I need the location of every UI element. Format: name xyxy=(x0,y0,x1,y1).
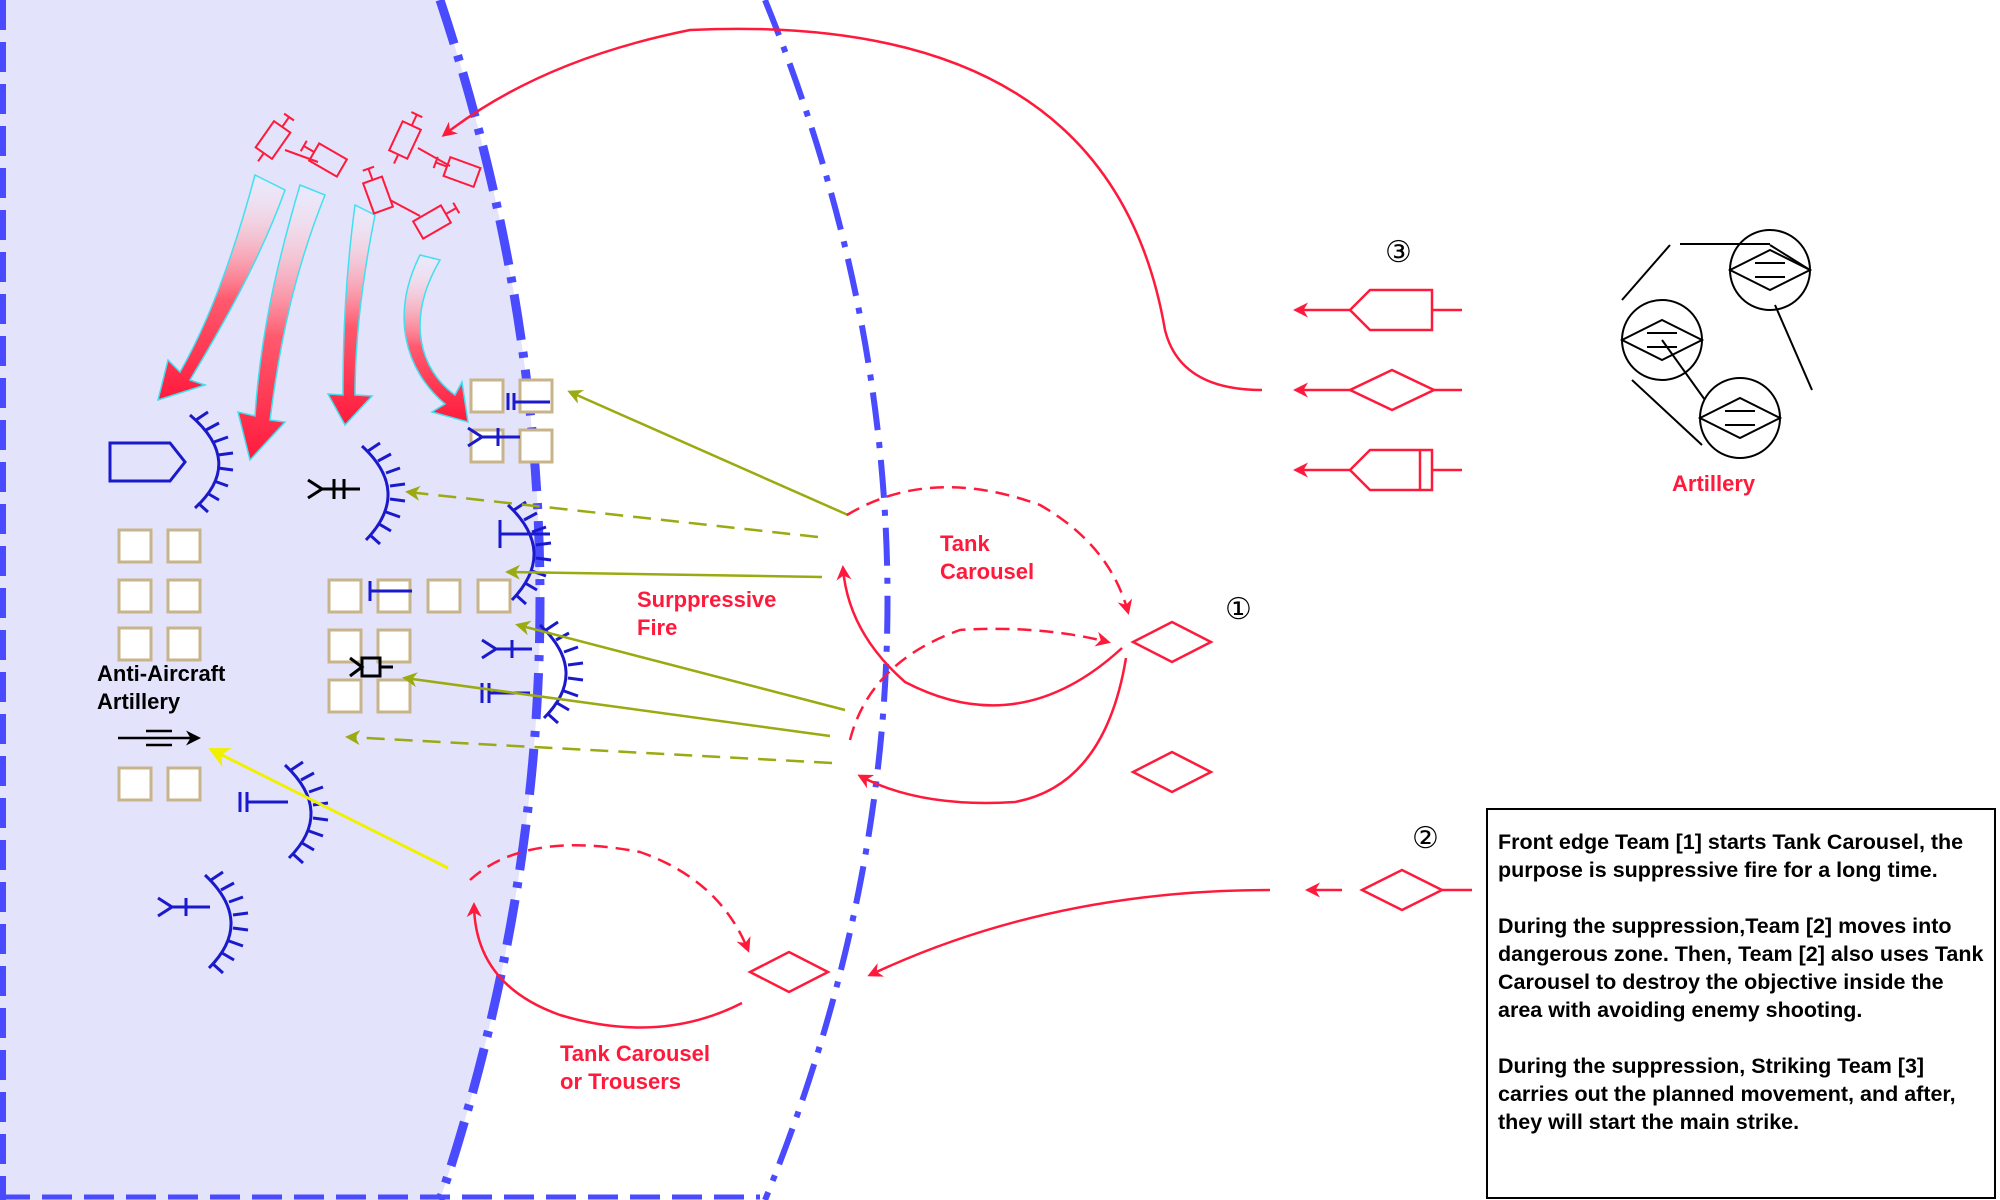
tank-carousel-trousers-label: Tank Carousel or Trousers xyxy=(560,1040,710,1096)
enemy-machinegun-icon xyxy=(481,638,532,660)
enemy-antitank-icon xyxy=(238,792,288,812)
team3-tank-c xyxy=(1293,448,1462,492)
tank-carousel-trousers-line1: Tank Carousel xyxy=(560,1041,710,1066)
team3-number: ③ xyxy=(1385,235,1412,270)
team1-tank-carousel xyxy=(836,486,1133,805)
team2-number: ② xyxy=(1412,821,1439,856)
suppressive-fire-arrows xyxy=(345,389,849,765)
outer-zone-boundary xyxy=(762,0,891,1200)
spotting-arrow xyxy=(208,748,449,870)
artillery-barrage xyxy=(156,173,469,462)
team3-tank-a xyxy=(1293,288,1462,332)
tank-carousel-label-line1: Tank xyxy=(940,531,990,556)
team2-tank-carousel xyxy=(466,844,1271,1029)
tank-carousel-label: Tank Carousel xyxy=(940,530,1034,586)
suppressive-fire-label-line2: Fire xyxy=(637,615,678,640)
artillery-unit-2 xyxy=(1619,299,1705,381)
team1-tank xyxy=(1130,750,1214,794)
machinegun-black-icon xyxy=(307,478,360,500)
inner-zone-boundary xyxy=(435,0,545,1200)
note-team2: During the suppression,Team [2] moves in… xyxy=(1498,914,1984,1022)
enemy-atgm-icon xyxy=(498,520,550,548)
team3-tank-b xyxy=(1293,368,1462,412)
friendly-tanks xyxy=(747,288,1472,994)
artillery-shells xyxy=(254,111,482,241)
buildings xyxy=(117,378,554,802)
team1-number: ① xyxy=(1225,592,1252,627)
explanation-box: Front edge Team [1] starts Tank Carousel… xyxy=(1486,808,1996,1199)
artillery-unit-1 xyxy=(1727,229,1813,311)
suppressive-fire-label-line1: Surppressive xyxy=(637,587,777,612)
anti-aircraft-label-line1: Anti-Aircraft xyxy=(97,661,226,686)
enemy-machinegun-icon xyxy=(157,896,210,918)
enemy-trench-6 xyxy=(203,870,249,975)
tank-carousel-trousers-line2: or Trousers xyxy=(560,1069,682,1094)
artillery-label: Artillery xyxy=(1672,471,1756,496)
enemy-antitank-icon xyxy=(368,581,412,601)
enemy-black-symbols xyxy=(118,478,393,747)
team2-tank xyxy=(1305,868,1472,912)
anti-aircraft-label: Anti-Aircraft Artillery xyxy=(97,660,225,716)
team2-approach xyxy=(867,888,1271,977)
note-team1: Front edge Team [1] starts Tank Carousel… xyxy=(1498,830,1964,882)
tank-carousel-label-line2: Carousel xyxy=(940,559,1035,584)
artillery-unit-3 xyxy=(1697,377,1783,459)
team2-tank-forward xyxy=(747,950,831,994)
team3-arc xyxy=(441,27,1263,392)
enemy-positions xyxy=(108,393,584,975)
enemy-tank-icon xyxy=(108,441,187,483)
enemy-machinegun-icon xyxy=(467,426,520,448)
note-team3: During the suppression, Striking Team [3… xyxy=(1498,1054,1956,1134)
suppressive-fire-label: Surppressive Fire xyxy=(637,586,776,642)
enemy-trench-2 xyxy=(360,441,406,546)
artillery-group xyxy=(1619,229,1813,459)
enemy-antitank-icon xyxy=(506,393,550,410)
team1-tank xyxy=(1130,620,1214,664)
enemy-trench-1 xyxy=(189,410,234,514)
anti-aircraft-label-line2: Artillery xyxy=(97,689,181,714)
